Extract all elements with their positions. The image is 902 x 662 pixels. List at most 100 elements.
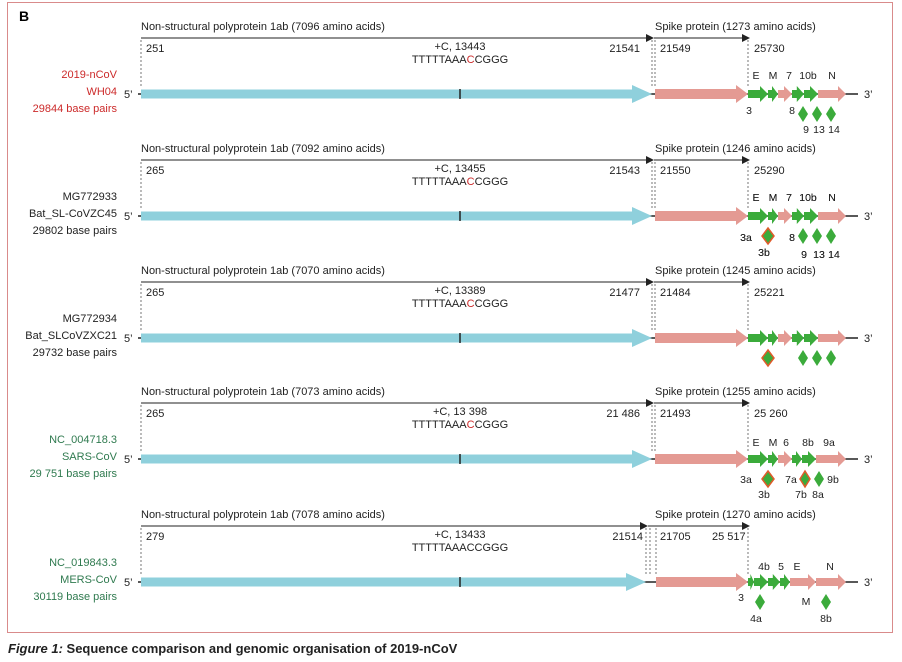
- accessory-gene-arrow: [804, 208, 818, 224]
- position-nsp-end: 21 486: [606, 408, 640, 420]
- gene-label: 8a: [812, 489, 824, 501]
- nsp-span-arrowhead: [640, 522, 648, 530]
- position-spike-start: 21705: [660, 531, 691, 543]
- spike-gene-arrow: [656, 573, 748, 591]
- mutation-sequence: TTTTTAAACCGGG: [412, 54, 508, 66]
- nsp-gene-arrow: [141, 207, 652, 225]
- gene-label: 8b: [802, 437, 814, 449]
- accessory-gene-arrow: [792, 208, 804, 224]
- gene-label: 8b: [820, 613, 832, 625]
- five-prime-label: 5’: [124, 333, 133, 345]
- genome-name-line: Bat_SL-CoVZC45: [29, 208, 117, 220]
- gene-label: 3a: [740, 474, 752, 486]
- gene-label: 13: [813, 249, 825, 261]
- gene-label: 9a: [823, 437, 835, 449]
- nsp-gene-arrow: [141, 329, 652, 347]
- mutation-position: +C, 13443: [434, 41, 485, 53]
- seq-inserted-base: C: [467, 176, 475, 188]
- gene-label: E: [752, 192, 759, 204]
- gene-label: N: [826, 561, 834, 573]
- five-prime-label: 5’: [124, 211, 133, 223]
- spike-gene-arrow: [655, 450, 748, 468]
- gene-label: 9: [803, 124, 809, 136]
- accessory-gene-arrow: [804, 86, 818, 102]
- mutation-position: +C, 13433: [434, 529, 485, 541]
- gene-label: 7: [786, 192, 792, 204]
- caption-text: Sequence comparison and genomic organisa…: [62, 641, 458, 656]
- mutation-position: +C, 13389: [434, 285, 485, 297]
- mutation-sequence: TTTTTAAACCGGG: [412, 176, 508, 188]
- gene-label: 14: [828, 249, 840, 261]
- gene-label: N: [828, 192, 836, 204]
- mutation-position: +C, 13455: [434, 163, 485, 175]
- accessory-gene-arrow: [748, 574, 754, 590]
- nsp-gene-arrow: [141, 573, 646, 591]
- seq-prefix: TTTTTAAACCGGG: [412, 542, 508, 554]
- spike-span-arrowhead: [742, 399, 750, 407]
- accessory-gene-arrow: [778, 451, 792, 467]
- figure-frame: [7, 2, 893, 633]
- nsp-gene-arrow: [141, 85, 652, 103]
- accessory-gene-marker: [814, 471, 824, 487]
- five-prime-label: 5’: [124, 454, 133, 466]
- genome-name-line: SARS-CoV: [62, 451, 118, 463]
- gene-label: 3: [738, 592, 744, 604]
- gene-label: 8: [789, 105, 795, 117]
- seq-suffix: CGGG: [475, 419, 509, 431]
- position-start: 265: [146, 408, 164, 420]
- three-prime-label: 3’: [864, 454, 873, 466]
- genome-name-line: 29732 base pairs: [33, 347, 118, 359]
- genome-name-line: NC_019843.3: [49, 557, 117, 569]
- gene-label: 8: [789, 232, 795, 244]
- position-spike-start: 21484: [660, 287, 691, 299]
- nsp-span-arrowhead: [646, 278, 654, 286]
- accessory-gene-marker: [761, 469, 775, 489]
- three-prime-label: 3’: [864, 211, 873, 223]
- spike-span-arrowhead: [742, 156, 750, 164]
- accessory-gene-marker: [755, 594, 765, 610]
- accessory-gene-arrow: [768, 330, 778, 346]
- position-nsp-end: 21477: [609, 287, 640, 299]
- position-nsp-end: 21514: [612, 531, 643, 543]
- accessory-gene-arrow: [818, 330, 846, 346]
- genome-name-line: MG772934: [63, 313, 117, 325]
- gene-label: M: [802, 596, 811, 608]
- position-spike-end: 25290: [754, 165, 785, 177]
- gene-label: 10b: [799, 192, 817, 204]
- gene-label: 9b: [827, 474, 839, 486]
- gene-label: 3: [746, 105, 752, 117]
- spike-title: Spike protein (1245 amino acids): [655, 265, 816, 277]
- three-prime-label: 3’: [864, 577, 873, 589]
- seq-prefix: TTTTTAAA: [412, 54, 467, 66]
- accessory-gene-marker: [761, 226, 775, 246]
- nsp-title: Non-structural polyprotein 1ab (7073 ami…: [141, 386, 385, 398]
- spike-span-arrowhead: [742, 34, 750, 42]
- accessory-gene-marker: [826, 350, 836, 366]
- accessory-gene-arrow: [790, 574, 816, 590]
- accessory-gene-arrow: [778, 330, 792, 346]
- genome-name-line: MERS-CoV: [60, 574, 118, 586]
- accessory-gene-arrow: [748, 451, 768, 467]
- gene-label: E: [752, 70, 759, 82]
- accessory-gene-arrow: [778, 86, 792, 102]
- nsp-title: Non-structural polyprotein 1ab (7078 ami…: [141, 509, 385, 521]
- genome-name-line: MG772933: [63, 191, 117, 203]
- gene-label: 3b: [758, 489, 770, 501]
- accessory-gene-marker: [798, 106, 808, 122]
- accessory-gene-marker: [826, 106, 836, 122]
- nsp-gene-arrow: [141, 450, 652, 468]
- genome-name-line: 30119 base pairs: [33, 591, 117, 603]
- genome-name-line: NC_004718.3: [49, 434, 117, 446]
- genome-name-line: 29 751 base pairs: [30, 468, 118, 480]
- accessory-gene-marker: [798, 350, 808, 366]
- accessory-gene-arrow: [792, 86, 804, 102]
- nsp-span-arrowhead: [646, 156, 654, 164]
- gene-label: 5: [778, 561, 784, 573]
- position-start: 265: [146, 165, 164, 177]
- gene-label: 7: [786, 70, 792, 82]
- five-prime-label: 5’: [124, 577, 133, 589]
- seq-suffix: CGGG: [475, 176, 509, 188]
- accessory-gene-arrow: [804, 330, 818, 346]
- seq-inserted-base: C: [467, 419, 475, 431]
- position-nsp-end: 21541: [609, 43, 640, 55]
